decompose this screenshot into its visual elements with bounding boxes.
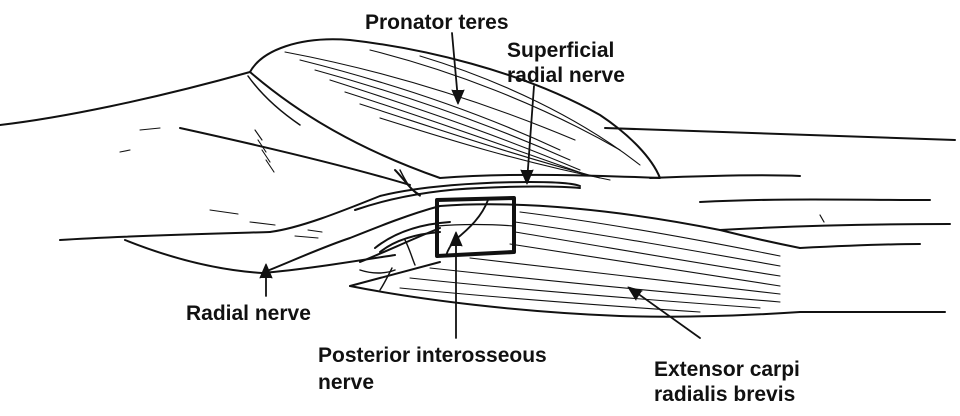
label-superficial-radial-nerve-line1: Superficial [507, 38, 614, 63]
label-posterior-interosseous-nerve-line2: nerve [318, 370, 374, 395]
upper-arm-outline [0, 72, 420, 273]
leader-lines [260, 33, 700, 338]
arrow-ecrb [630, 288, 700, 338]
forearm-shading [120, 128, 322, 238]
distal-forearm-outline [605, 128, 955, 312]
ecrb-muscle [350, 204, 800, 317]
arrow-superficial-radial-nerve [527, 86, 534, 182]
label-extensor-carpi-radialis-brevis-line1: Extensor carpi [654, 357, 800, 382]
label-superficial-radial-nerve-line2: radial nerve [507, 63, 625, 88]
radial-nerve-course [262, 182, 580, 273]
label-pronator-teres: Pronator teres [365, 10, 509, 35]
label-radial-nerve: Radial nerve [186, 301, 311, 326]
label-extensor-carpi-radialis-brevis-line2: radialis brevis [654, 382, 795, 407]
label-posterior-interosseous-nerve-line1: Posterior interosseous [318, 343, 547, 368]
pin-highlight-box [437, 198, 514, 256]
